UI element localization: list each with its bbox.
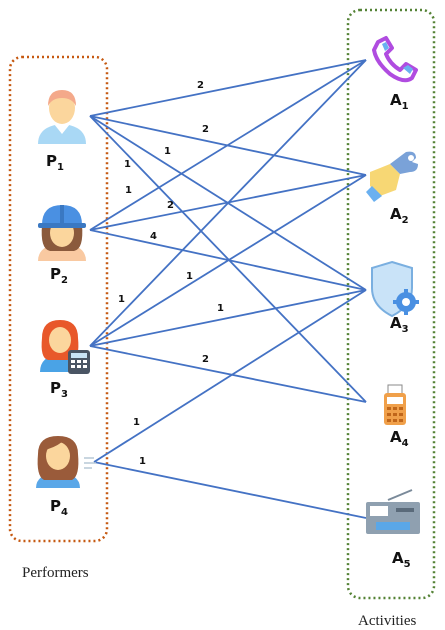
performer-label-P2: P2: [50, 265, 68, 286]
edge-P4-A3: [93, 289, 367, 463]
svg-text:P2: P2: [50, 265, 68, 286]
edge-P4-A5: [93, 461, 367, 519]
woman-running-icon: [36, 436, 96, 488]
performers-group-label: Performers: [22, 565, 89, 581]
edge-labels-layer: 2 2 1 1 1 2 4 1 1 1 2 1 1: [118, 80, 224, 467]
edge-P3-A3: [89, 289, 367, 347]
edge-weight-P3-A4: 2: [202, 354, 209, 365]
edge-weight-P3-A2: 1: [186, 271, 193, 282]
edge-P3-A2: [89, 174, 367, 347]
man-avatar-icon: [38, 90, 86, 144]
svg-text:P3: P3: [50, 379, 68, 400]
edge-weight-P2-A3: 4: [150, 231, 157, 242]
activity-label-A1: A1: [390, 91, 409, 112]
svg-text:A1: A1: [390, 91, 409, 112]
edge-weight-P1-A4: 1: [124, 159, 131, 170]
edge-P3-A1: [89, 59, 367, 347]
construction-worker-icon: [38, 205, 86, 261]
edge-weight-P2-A1: 1: [125, 185, 132, 196]
edge-weight-P2-A2: 2: [167, 200, 174, 211]
edge-P1-A1: [89, 59, 367, 117]
svg-text:A3: A3: [390, 314, 409, 335]
edge-weight-P1-A3: 1: [164, 146, 171, 157]
shield-gear-icon: [371, 260, 419, 318]
performer-label-P4: P4: [50, 497, 68, 518]
performers-group-box: [8, 55, 109, 543]
edge-P3-A4: [89, 345, 367, 403]
svg-text:A4: A4: [390, 428, 409, 449]
svg-text:A5: A5: [392, 549, 411, 570]
edge-weight-P4-A5: 1: [139, 456, 146, 467]
printer-icon: [366, 489, 420, 534]
edge-weight-P1-A1: 2: [197, 80, 204, 91]
phone-icon: [372, 36, 418, 83]
accountant-calculator-icon: [40, 320, 90, 374]
edge-P1-A4: [89, 115, 367, 403]
activities-group-box: [346, 8, 436, 600]
activity-label-A4: A4: [390, 428, 409, 449]
activity-label-A2: A2: [390, 205, 409, 226]
performer-label-P3: P3: [50, 379, 68, 400]
performer-label-P1: P1: [46, 152, 64, 173]
svg-text:P4: P4: [50, 497, 68, 518]
edges-layer: [89, 59, 367, 519]
edge-weight-P4-A3: 1: [133, 417, 140, 428]
svg-text:P1: P1: [46, 152, 64, 173]
edge-weight-P3-A1: 1: [118, 294, 125, 305]
card-terminal-icon: [384, 384, 406, 425]
edge-weight-P1-A2: 2: [202, 124, 209, 135]
edge-P2-A1: [89, 59, 367, 231]
activity-label-A3: A3: [390, 314, 409, 335]
svg-text:A2: A2: [390, 205, 409, 226]
wrench-hand-icon: [366, 151, 418, 202]
activities-group-label: Activities: [358, 613, 416, 629]
edge-weight-P3-A3: 1: [217, 303, 224, 314]
activity-label-A5: A5: [392, 549, 411, 570]
